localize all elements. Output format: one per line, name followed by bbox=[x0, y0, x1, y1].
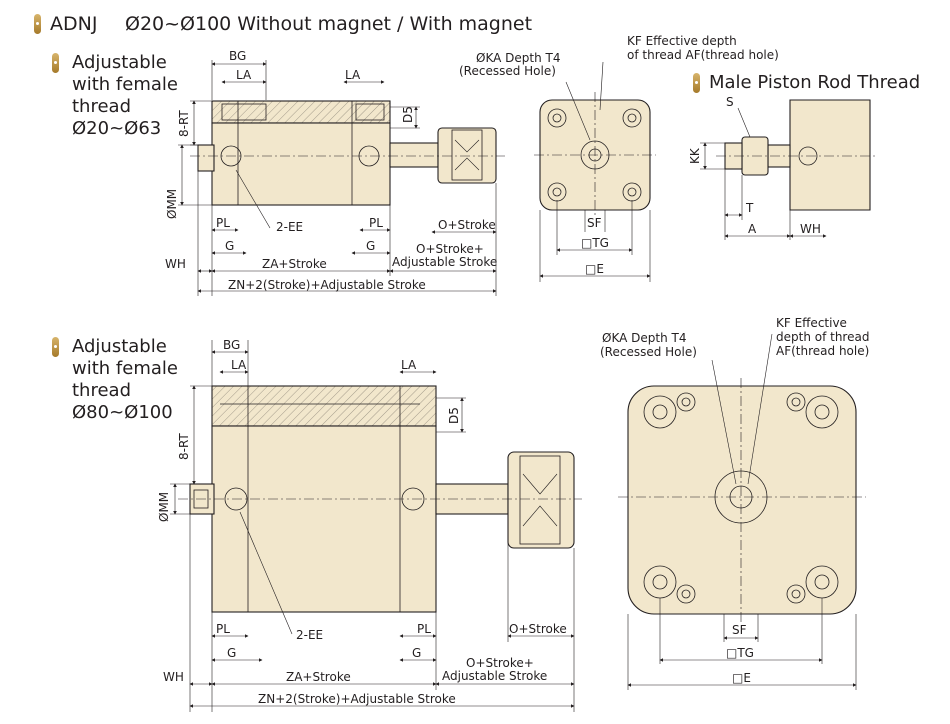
small-ka-label-1: ØKA Depth T4 bbox=[476, 51, 560, 65]
large-la1-label: LA bbox=[231, 358, 247, 372]
large-mm-label: ØMM bbox=[157, 492, 171, 522]
large-pl1-label: PL bbox=[216, 622, 230, 636]
large-pl2-label: PL bbox=[417, 622, 431, 636]
small-section-title: Adjustable with female thread Ø20~Ø63 bbox=[72, 52, 178, 140]
large-kf-label-3: AF(thread hole) bbox=[776, 344, 869, 358]
large-section-bullet-icon bbox=[52, 337, 59, 357]
large-d5-label: D5 bbox=[447, 407, 461, 424]
male-s-label: S bbox=[726, 95, 734, 109]
small-bg-label: BG bbox=[229, 49, 246, 63]
small-o-stroke-label: O+Stroke bbox=[438, 218, 496, 232]
large-end-labels: ØKA Depth T4 (Recessed Hole) KF Effectiv… bbox=[600, 316, 869, 685]
small-la1-label: LA bbox=[236, 68, 252, 82]
small-title-line-2: with female bbox=[72, 74, 178, 95]
large-wh-label: WH bbox=[163, 670, 184, 684]
male-rod-detail bbox=[700, 99, 876, 240]
model-name: ADNJ bbox=[50, 13, 98, 35]
large-g1-label: G bbox=[227, 646, 236, 660]
small-side-view bbox=[178, 60, 505, 296]
small-mm-label: ØMM bbox=[165, 189, 179, 219]
large-sf-label: SF bbox=[732, 623, 747, 637]
large-za-label: ZA+Stroke bbox=[286, 670, 351, 684]
large-tg-label: □TG bbox=[726, 646, 754, 660]
large-zn-label: ZN+2(Stroke)+Adjustable Stroke bbox=[258, 692, 456, 706]
small-o-adj-label-1: O+Stroke+ bbox=[416, 242, 484, 256]
large-la2-label: LA bbox=[401, 358, 417, 372]
small-pl1-label: PL bbox=[216, 216, 230, 230]
small-rt-label: 8-RT bbox=[177, 110, 191, 137]
male-t-label: T bbox=[745, 201, 754, 215]
small-side-labels: BG LA LA 8-RT D5 ØMM PL PL 2-EE G G WH Z… bbox=[165, 49, 497, 292]
large-side-view bbox=[170, 340, 582, 712]
model-description: Ø20~Ø100 Without magnet / With magnet bbox=[125, 13, 533, 35]
large-rt-label: 8-RT bbox=[177, 433, 191, 460]
large-title-line-2: with female bbox=[72, 358, 178, 379]
male-wh-label: WH bbox=[800, 222, 821, 236]
small-end-view bbox=[534, 61, 656, 282]
large-title-line-4: Ø80~Ø100 bbox=[72, 402, 173, 423]
small-pl2-label: PL bbox=[369, 216, 383, 230]
large-g2-label: G bbox=[412, 646, 421, 660]
male-rod-title: Male Piston Rod Thread bbox=[709, 72, 921, 93]
small-tg-label: □TG bbox=[581, 236, 609, 250]
small-section-bullet-icon bbox=[52, 53, 59, 73]
small-zn-label: ZN+2(Stroke)+Adjustable Stroke bbox=[228, 278, 426, 292]
small-za-label: ZA+Stroke bbox=[262, 257, 327, 271]
large-kf-label-2: depth of thread bbox=[776, 330, 869, 344]
small-title-line-3: thread bbox=[72, 96, 132, 117]
small-ee-label: 2-EE bbox=[276, 220, 303, 234]
small-e-label: □E bbox=[585, 262, 604, 276]
large-kf-label-1: KF Effective bbox=[776, 316, 847, 330]
large-side-labels: BG LA LA 8-RT D5 ØMM PL PL 2-EE G G WH Z… bbox=[157, 338, 567, 706]
large-title-line-1: Adjustable bbox=[72, 336, 167, 357]
large-bg-label: BG bbox=[223, 338, 240, 352]
small-title-line-4: Ø20~Ø63 bbox=[72, 118, 162, 139]
large-ka-label-1: ØKA Depth T4 bbox=[602, 331, 686, 345]
small-end-labels: ØKA Depth T4 (Recessed Hole) KF Effectiv… bbox=[459, 34, 779, 276]
small-ka-label-2: (Recessed Hole) bbox=[459, 64, 556, 78]
large-end-view bbox=[618, 333, 866, 690]
large-section-title: Adjustable with female thread Ø80~Ø100 bbox=[72, 336, 178, 424]
large-o-adj-label-2: Adjustable Stroke bbox=[442, 669, 547, 683]
small-kf-label-2: of thread AF(thread hole) bbox=[627, 48, 779, 62]
small-kf-label-1: KF Effective depth bbox=[627, 34, 737, 48]
large-e-label: □E bbox=[732, 671, 751, 685]
large-title-line-3: thread bbox=[72, 380, 132, 401]
male-rod-bullet-icon bbox=[693, 73, 700, 93]
small-g1-label: G bbox=[225, 239, 234, 253]
small-g2-label: G bbox=[366, 239, 375, 253]
small-title-line-1: Adjustable bbox=[72, 52, 167, 73]
large-ee-label: 2-EE bbox=[296, 628, 323, 642]
small-o-adj-label-2: Adjustable Stroke bbox=[392, 255, 497, 269]
small-sf-label: SF bbox=[587, 216, 602, 230]
small-wh-label: WH bbox=[165, 257, 186, 271]
male-a-label: A bbox=[748, 222, 757, 236]
large-ka-label-2: (Recessed Hole) bbox=[600, 345, 697, 359]
male-rod-labels: S KK T A WH bbox=[688, 95, 821, 236]
small-la2-label: LA bbox=[345, 68, 361, 82]
large-o-adj-label-1: O+Stroke+ bbox=[466, 656, 534, 670]
male-kk-label: KK bbox=[688, 147, 702, 164]
small-d5-label: D5 bbox=[401, 106, 415, 123]
header-bullet-icon bbox=[34, 14, 41, 34]
large-o-stroke-label: O+Stroke bbox=[509, 622, 567, 636]
